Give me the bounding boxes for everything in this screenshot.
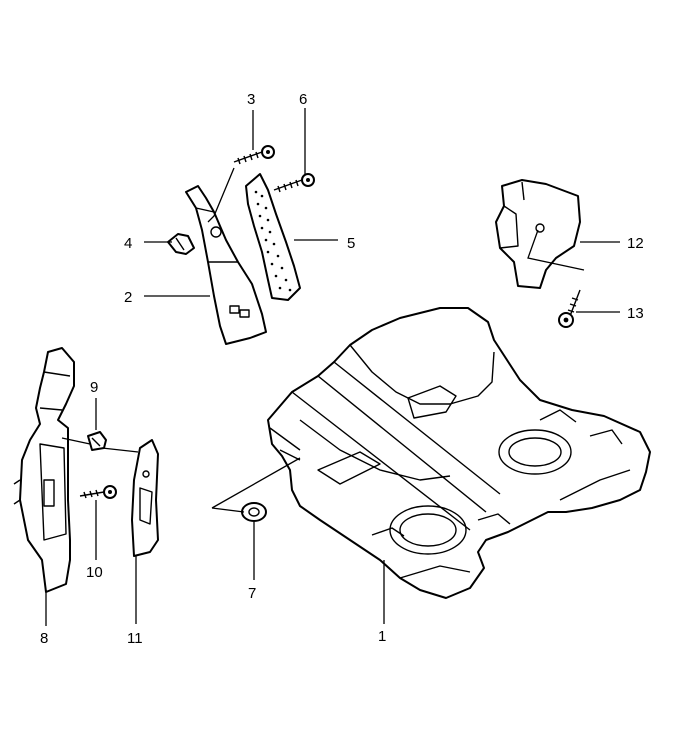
callout-6: 6 (299, 91, 307, 108)
screw-part-10 (79, 485, 117, 499)
clip-part-9 (87, 431, 107, 451)
screw-part-3 (233, 145, 275, 165)
callout-12: 12 (627, 235, 644, 252)
screw-part-6 (273, 173, 315, 193)
callout-4: 4 (124, 235, 132, 252)
panel-part-12 (495, 179, 581, 289)
callout-1: 1 (378, 628, 386, 645)
clip-part-4 (167, 233, 195, 255)
callout-7: 7 (248, 585, 256, 602)
screw-part-13 (558, 289, 581, 328)
sill-trim-part-8 (13, 347, 75, 593)
callout-labels: 3 6 4 5 2 12 13 9 10 8 11 7 1 (40, 91, 644, 647)
panel-part-11 (131, 439, 159, 557)
floor-covering-part-1 (267, 307, 651, 599)
grommet-part-7 (241, 502, 267, 522)
leader-lines (45, 108, 620, 626)
perforation-grid (254, 190, 292, 292)
callout-8: 8 (40, 630, 48, 647)
callout-10: 10 (86, 564, 103, 581)
perforated-panel-part-5 (245, 173, 301, 301)
callout-2: 2 (124, 289, 132, 306)
callout-3: 3 (247, 91, 255, 108)
callout-13: 13 (627, 305, 644, 322)
callout-5: 5 (347, 235, 355, 252)
callout-11: 11 (127, 630, 143, 647)
callout-9: 9 (90, 379, 98, 396)
pillar-trim-part-2 (185, 185, 267, 345)
